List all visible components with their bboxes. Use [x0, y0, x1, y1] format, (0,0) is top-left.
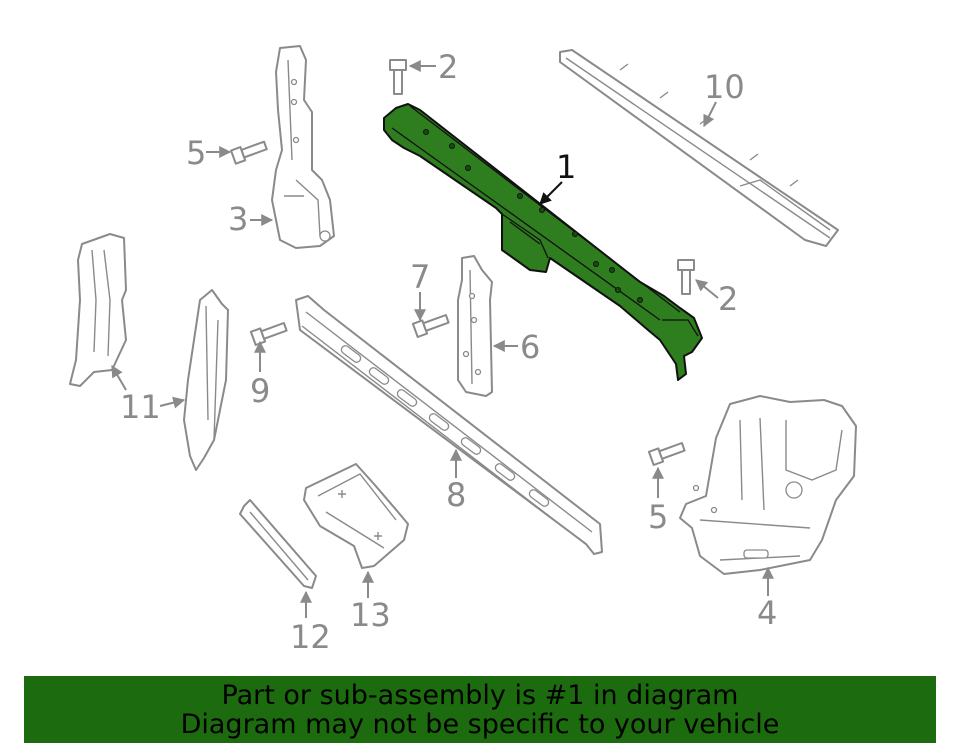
- callout-5-upper: 5: [186, 134, 206, 172]
- callout-2-top: 2: [438, 48, 458, 86]
- banner-line-1: Part or sub-assembly is #1 in diagram: [221, 680, 739, 711]
- info-banner: Part or sub-assembly is #1 in diagram Di…: [24, 676, 936, 743]
- callout-4: 4: [757, 594, 777, 632]
- part-6-vertical-bracket[interactable]: [457, 255, 493, 397]
- callout-11: 11: [120, 388, 161, 426]
- callout-13: 13: [350, 596, 391, 634]
- callout-10: 10: [704, 68, 745, 106]
- callout-8: 8: [446, 476, 466, 514]
- part-1-radiator-support-upper-tie-bar[interactable]: [383, 103, 703, 381]
- part-10-upper-bar[interactable]: [559, 49, 839, 247]
- parts-diagram: 1 2 2 3 4 5 5 6 7 8 9 10 11 12 13: [69, 45, 857, 656]
- part-13-plate-bracket[interactable]: [303, 463, 409, 569]
- bolt-5-lower[interactable]: [647, 440, 686, 466]
- callout-2-right: 2: [718, 280, 738, 318]
- callout-3: 3: [228, 200, 248, 238]
- bolt-5-upper[interactable]: [230, 139, 268, 165]
- leader-lines: [111, 60, 774, 618]
- callout-6: 6: [520, 328, 540, 366]
- part-3-side-bracket[interactable]: [271, 45, 335, 249]
- bolt-2-right[interactable]: [677, 259, 695, 295]
- part-11-side-panel[interactable]: [69, 233, 127, 387]
- banner-line-2: Diagram may not be specific to your vehi…: [180, 709, 780, 740]
- callout-12: 12: [290, 618, 331, 656]
- part-4-lower-side-bracket[interactable]: [679, 395, 857, 575]
- callout-7: 7: [410, 258, 430, 296]
- bolt-2-top[interactable]: [389, 59, 407, 95]
- bolt-9[interactable]: [249, 320, 288, 346]
- callout-9: 9: [250, 372, 270, 410]
- part-12-strip[interactable]: [239, 499, 317, 589]
- part-8-lower-tie-bar[interactable]: [295, 295, 603, 555]
- bolt-7[interactable]: [411, 312, 450, 338]
- part-11-side-member[interactable]: [183, 289, 229, 471]
- callout-1: 1: [556, 148, 576, 186]
- callout-5-lower: 5: [648, 498, 668, 536]
